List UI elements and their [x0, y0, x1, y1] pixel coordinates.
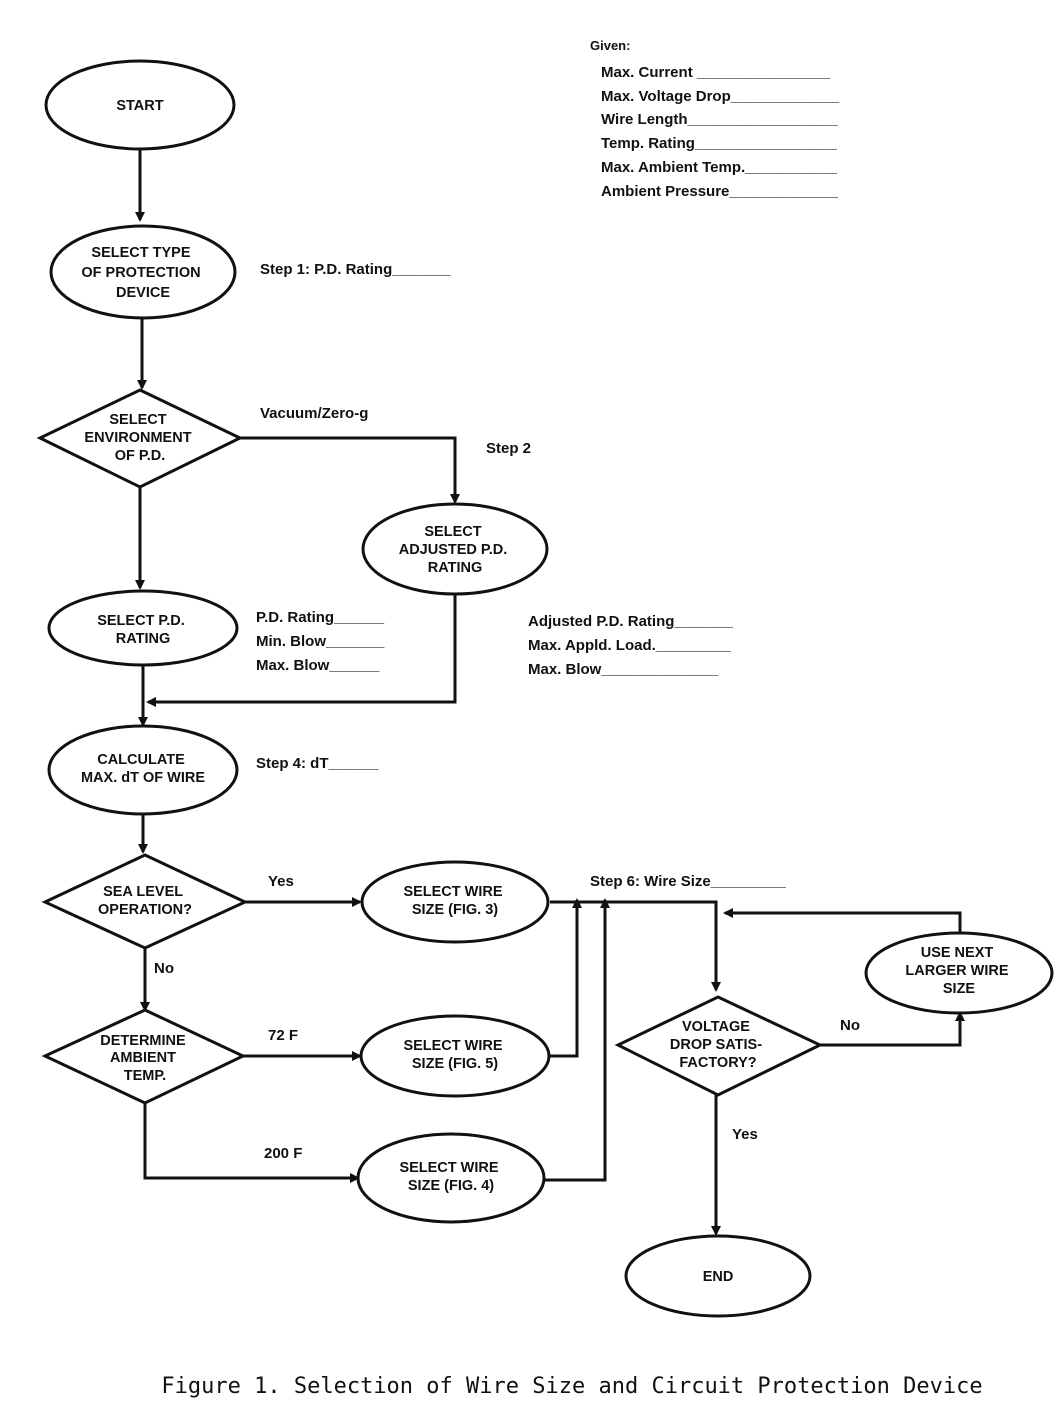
figure-caption: Figure 1. Selection of Wire Size and Cir…	[161, 1374, 982, 1399]
node-label: SIZE	[943, 981, 976, 997]
svg-text:DETERMINE AMBIENT: DETERMINE AMBIENT TEMP.	[100, 1033, 189, 1084]
node-wire-fig5: SELECT WIRE SIZE (FIG. 5)	[359, 1014, 551, 1098]
node-label: FACTORY?	[679, 1055, 756, 1071]
node-label: SELECT WIRE	[403, 1038, 502, 1054]
label-temp-200: 200 F	[264, 1145, 302, 1162]
node-label: END	[703, 1269, 734, 1285]
given-max-voltage-drop: Max. Voltage Drop_____________	[601, 88, 840, 105]
node-label: TEMP.	[124, 1068, 166, 1084]
node-label: SIZE (FIG. 5)	[412, 1056, 498, 1072]
given-wire-length: Wire Length__________________	[601, 111, 838, 128]
label-sea-no: No	[154, 960, 174, 977]
node-start: START	[44, 59, 236, 151]
arrow-ambient-200	[143, 1103, 360, 1183]
node-label: USE NEXT	[921, 945, 994, 961]
decision-voltage-drop: VOLTAGE DROP SATIS- FACTORY?	[614, 995, 824, 1097]
node-label: OF P.D.	[115, 448, 166, 464]
svg-text:SELECT WIRE SIZE (FIG. 3: SELECT WIRE SIZE (FIG. 3)	[403, 884, 506, 918]
node-label: SELECT WIRE	[399, 1160, 498, 1176]
svg-text:SELECT TYPE OF PROTECTIO: SELECT TYPE OF PROTECTION DEVICE	[81, 245, 204, 301]
arrow-adjusted-to-calculate	[146, 594, 457, 707]
max-appld-load-field: Max. Appld. Load._________	[528, 637, 732, 654]
svg-text:VOLTAGE DROP SATIS-: VOLTAGE DROP SATIS- FACTORY?	[670, 1019, 766, 1071]
node-label: START	[116, 98, 163, 114]
connectors	[135, 150, 965, 1236]
svg-text:USE NEXT LARGER WIRE: USE NEXT LARGER WIRE SIZE	[905, 945, 1012, 997]
arrow-voltage-no	[820, 1011, 965, 1047]
node-wire-fig4: SELECT WIRE SIZE (FIG. 4)	[356, 1132, 546, 1224]
label-vacuum: Vacuum/Zero-g	[260, 405, 368, 422]
node-label: DROP SATIS-	[670, 1037, 762, 1053]
svg-text:SEA LEVEL OPERATION?: SEA LEVEL OPERATION?	[98, 884, 192, 918]
decision-sea-level: SEA LEVEL OPERATION?	[41, 853, 249, 950]
arrow-next-larger-return	[723, 908, 962, 935]
svg-text:SELECT WIRE SIZE (FIG. 5: SELECT WIRE SIZE (FIG. 5)	[403, 1038, 506, 1072]
node-label: OF PROTECTION	[81, 265, 200, 281]
branch-labels: Vacuum/Zero-g Yes No 72 F 200 F No Yes	[154, 405, 860, 1162]
node-label: MAX. dT OF WIRE	[81, 770, 205, 786]
label-sea-yes: Yes	[268, 873, 294, 890]
given-temp-rating: Temp. Rating_________________	[601, 135, 837, 152]
adjusted-max-blow-field: Max. Blow______________	[528, 661, 719, 678]
arrow-fig5-join	[550, 898, 582, 1058]
node-label: ADJUSTED P.D.	[399, 542, 508, 558]
label-temp-72: 72 F	[268, 1027, 298, 1044]
svg-text:SELECT ADJUSTED P.D.: SELECT ADJUSTED P.D. RATING	[399, 524, 512, 576]
node-label: SEA LEVEL	[103, 884, 183, 900]
node-wire-fig3: SELECT WIRE SIZE (FIG. 3)	[360, 860, 550, 944]
svg-text:SELECT P.D. RATING: SELECT P.D. RATING	[97, 613, 189, 647]
given-heading: Given:	[590, 38, 630, 53]
node-label: ENVIRONMENT	[84, 430, 191, 446]
node-label: SIZE (FIG. 4)	[408, 1178, 494, 1194]
node-select-adjusted-rating: SELECT ADJUSTED P.D. RATING	[361, 502, 549, 596]
node-next-larger-wire: USE NEXT LARGER WIRE SIZE	[864, 931, 1054, 1015]
arrow-fig4-join	[545, 898, 610, 1182]
node-label: SELECT WIRE	[403, 884, 502, 900]
svg-text:CALCULATE MAX. dT OF WIR: CALCULATE MAX. dT OF WIRE	[81, 752, 205, 786]
node-label: OPERATION?	[98, 902, 192, 918]
arrow-environment-to-adjusted	[240, 436, 460, 504]
node-label: AMBIENT	[110, 1050, 176, 1066]
node-calculate-dt: CALCULATE MAX. dT OF WIRE	[47, 724, 239, 816]
given-block: Given: Max. Current ________________ Max…	[590, 38, 840, 200]
node-label: RATING	[428, 560, 483, 576]
node-label: SELECT TYPE	[91, 245, 190, 261]
step-6-field: Step 6: Wire Size_________	[590, 873, 786, 890]
node-label: SIZE (FIG. 3)	[412, 902, 498, 918]
arrow-to-voltage-drop	[550, 900, 721, 992]
node-label: SELECT	[424, 524, 481, 540]
step-4-field: Step 4: dT______	[256, 755, 379, 772]
svg-text:SELECT WIRE SIZE (FIG. 4: SELECT WIRE SIZE (FIG. 4)	[399, 1160, 502, 1194]
given-max-current: Max. Current ________________	[601, 64, 831, 81]
step-2-label: Step 2	[486, 440, 531, 457]
decision-determine-ambient: DETERMINE AMBIENT TEMP.	[41, 1008, 247, 1105]
node-label: RATING	[116, 631, 171, 647]
adjusted-rating-field: Adjusted P.D. Rating_______	[528, 613, 733, 630]
label-voltage-no: No	[840, 1017, 860, 1034]
node-select-protection-type: SELECT TYPE OF PROTECTION DEVICE	[49, 224, 237, 320]
node-label: SELECT P.D.	[97, 613, 185, 629]
svg-text:END: END	[703, 1269, 734, 1285]
decision-select-environment: SELECT ENVIRONMENT OF P.D.	[36, 388, 244, 489]
node-label: CALCULATE	[97, 752, 185, 768]
given-ambient-pressure: Ambient Pressure_____________	[601, 183, 838, 200]
given-max-ambient-temp: Max. Ambient Temp.___________	[601, 159, 838, 176]
svg-text:SELECT ENVIRONMENT: SELECT ENVIRONMENT OF P.D.	[84, 412, 195, 464]
min-blow-field: Min. Blow_______	[256, 633, 385, 650]
node-end: END	[624, 1234, 812, 1318]
step-annotations: Step 1: P.D. Rating_______ Step 2 P.D. R…	[256, 261, 786, 890]
svg-text:START: START	[116, 98, 163, 114]
node-select-pd-rating: SELECT P.D. RATING	[47, 589, 239, 667]
node-label: LARGER WIRE	[905, 963, 1008, 979]
node-label: VOLTAGE	[682, 1019, 750, 1035]
node-label: DETERMINE	[100, 1033, 186, 1049]
step-1-field: Step 1: P.D. Rating_______	[260, 261, 451, 278]
max-blow-field: Max. Blow______	[256, 657, 380, 674]
node-label: SELECT	[109, 412, 166, 428]
pd-rating-field: P.D. Rating______	[256, 609, 385, 626]
node-label: DEVICE	[116, 285, 170, 301]
label-voltage-yes: Yes	[732, 1126, 758, 1143]
